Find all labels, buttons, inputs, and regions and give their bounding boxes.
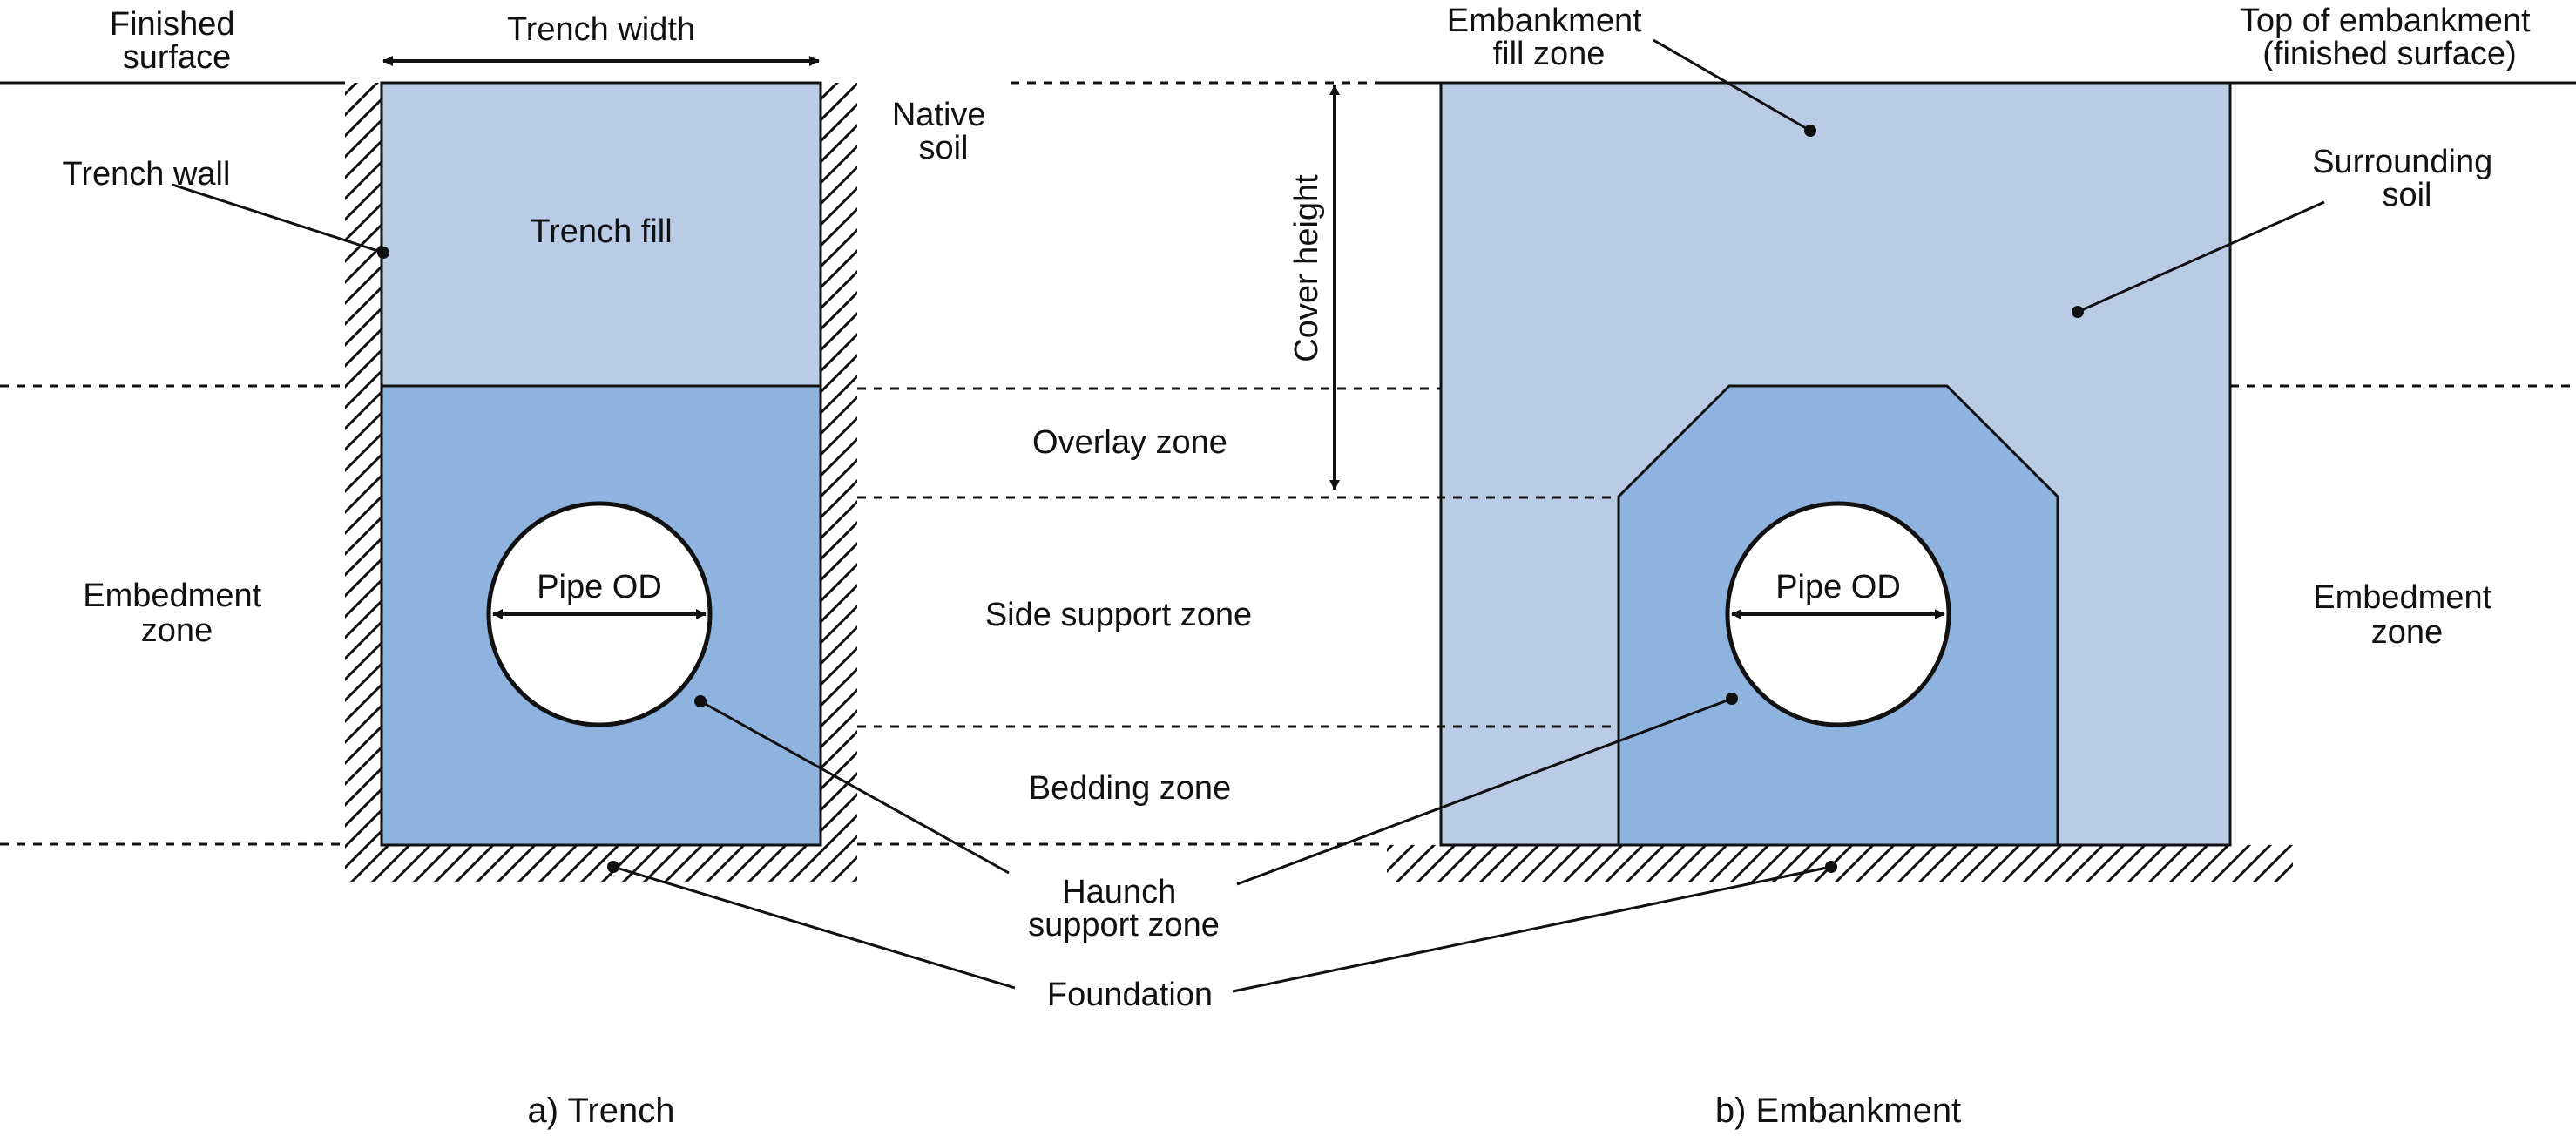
- leader-haunch-embankment: [1236, 697, 1733, 886]
- label-trench-embedment-zone: Embedment zone: [83, 578, 270, 649]
- trench-panel: [0, 56, 857, 882]
- leader-embankment-fill: [1653, 38, 1811, 132]
- caption-trench: a) Trench: [528, 1092, 675, 1130]
- dot-embankment-fill: [1804, 125, 1816, 137]
- label-trench-fill: Trench fill: [530, 213, 672, 250]
- label-foundation: Foundation: [1047, 977, 1213, 1013]
- dot-foundation-embankment: [1825, 861, 1837, 873]
- label-haunch-support-zone: Haunch support zone: [1028, 874, 1220, 943]
- label-finished-surface: Finished surface: [110, 6, 244, 76]
- leader-lines: [172, 38, 2325, 993]
- trench-wall-left-hatch: [345, 83, 382, 882]
- dot-surrounding-soil: [2072, 306, 2084, 318]
- leader-foundation-trench: [612, 865, 1016, 990]
- trench-fill-area: [380, 81, 822, 388]
- embankment-foundation-hatch: [1387, 845, 2293, 882]
- dot-haunch-trench: [694, 695, 707, 707]
- label-trench-wall: Trench wall: [63, 156, 231, 193]
- label-embankment-fill-zone: Embankment fill zone: [1447, 3, 1651, 72]
- label-cover-height: Cover height: [1288, 174, 1325, 362]
- label-overlay-zone: Overlay zone: [1032, 424, 1227, 461]
- label-trench-pipe-od: Pipe OD: [537, 569, 662, 605]
- leader-foundation-embankment: [1232, 865, 1832, 993]
- label-bedding-zone: Bedding zone: [1029, 770, 1231, 807]
- label-native-soil: Native soil: [892, 97, 995, 166]
- label-surrounding-soil: Surrounding soil: [2312, 144, 2502, 213]
- leader-dots: [377, 125, 2084, 873]
- label-embankment-embedment-zone: Embedment zone: [2313, 579, 2500, 651]
- label-top-of-embankment: Top of embankment (finished surface): [2240, 3, 2539, 72]
- dot-foundation-trench: [607, 861, 619, 873]
- label-side-support-zone: Side support zone: [985, 597, 1252, 633]
- label-trench-width: Trench width: [507, 11, 695, 48]
- leader-trench-wall: [172, 183, 384, 254]
- zone-boundary-lines: [0, 81, 2576, 846]
- dot-haunch-embankment: [1726, 693, 1738, 705]
- trench-wall-right-hatch: [821, 83, 857, 882]
- leader-haunch-trench: [700, 700, 1010, 875]
- label-embankment-pipe-od: Pipe OD: [1775, 569, 1901, 605]
- embankment-panel: [1381, 81, 2576, 882]
- trench-foundation-hatch: [382, 845, 821, 882]
- leader-surrounding-soil: [2077, 200, 2325, 314]
- dot-trench-wall: [377, 247, 389, 259]
- caption-embankment: b) Embankment: [1715, 1092, 1961, 1130]
